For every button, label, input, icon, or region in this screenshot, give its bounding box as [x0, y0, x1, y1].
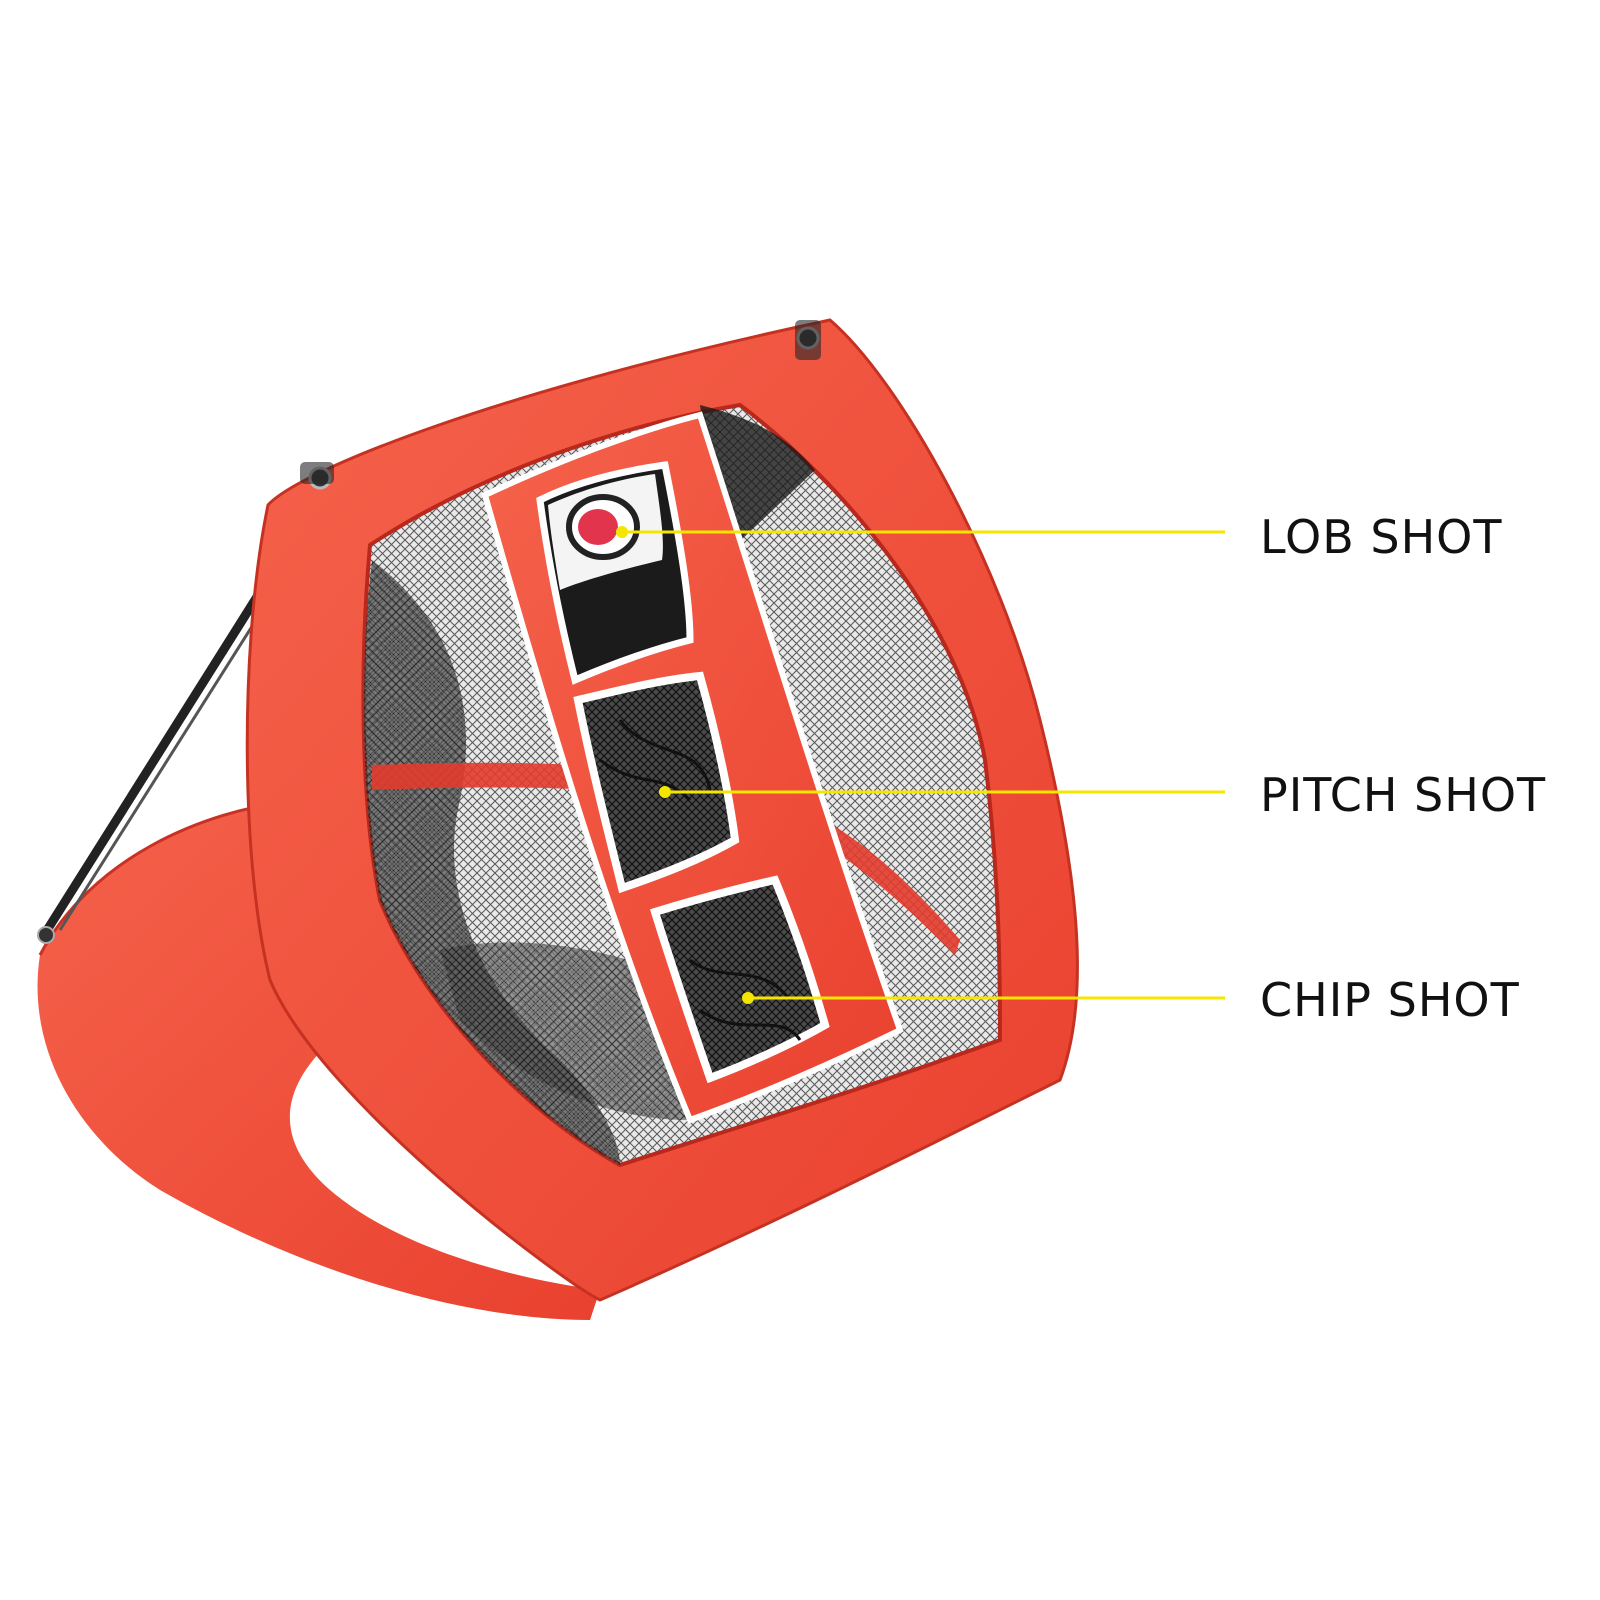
callout-dot-pitch	[659, 786, 671, 798]
support-pole	[40, 570, 276, 938]
callout-label-pitch: PITCH SHOT	[1260, 768, 1547, 822]
lob-pocket	[536, 461, 694, 685]
chip-pocket	[649, 875, 830, 1084]
callout-dot-chip	[742, 992, 754, 1004]
grommet-left	[37, 926, 55, 944]
callout-label-lob: LOB SHOT	[1260, 510, 1503, 564]
base-loop	[37, 800, 600, 1320]
callout-dot-lob	[616, 526, 628, 538]
callout-label-chip: CHIP SHOT	[1260, 973, 1520, 1027]
pitch-pocket	[573, 671, 740, 894]
